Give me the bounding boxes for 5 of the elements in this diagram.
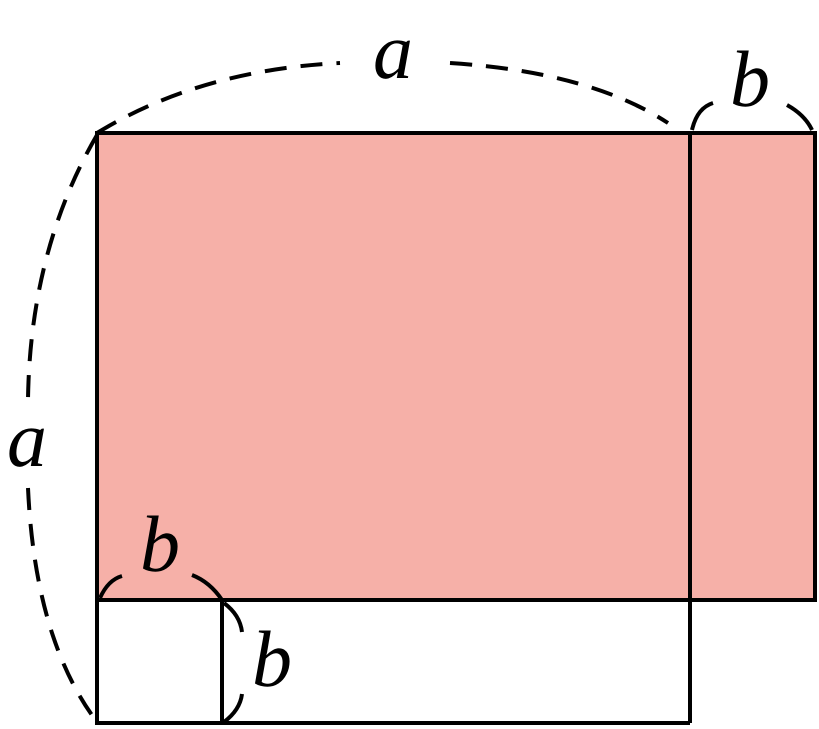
dimension-label: a: [7, 400, 47, 480]
dimension-label: b: [730, 40, 770, 120]
dimension-label: b: [140, 505, 180, 585]
dimension-label: b: [252, 620, 292, 700]
dimension-label: a: [373, 12, 413, 92]
